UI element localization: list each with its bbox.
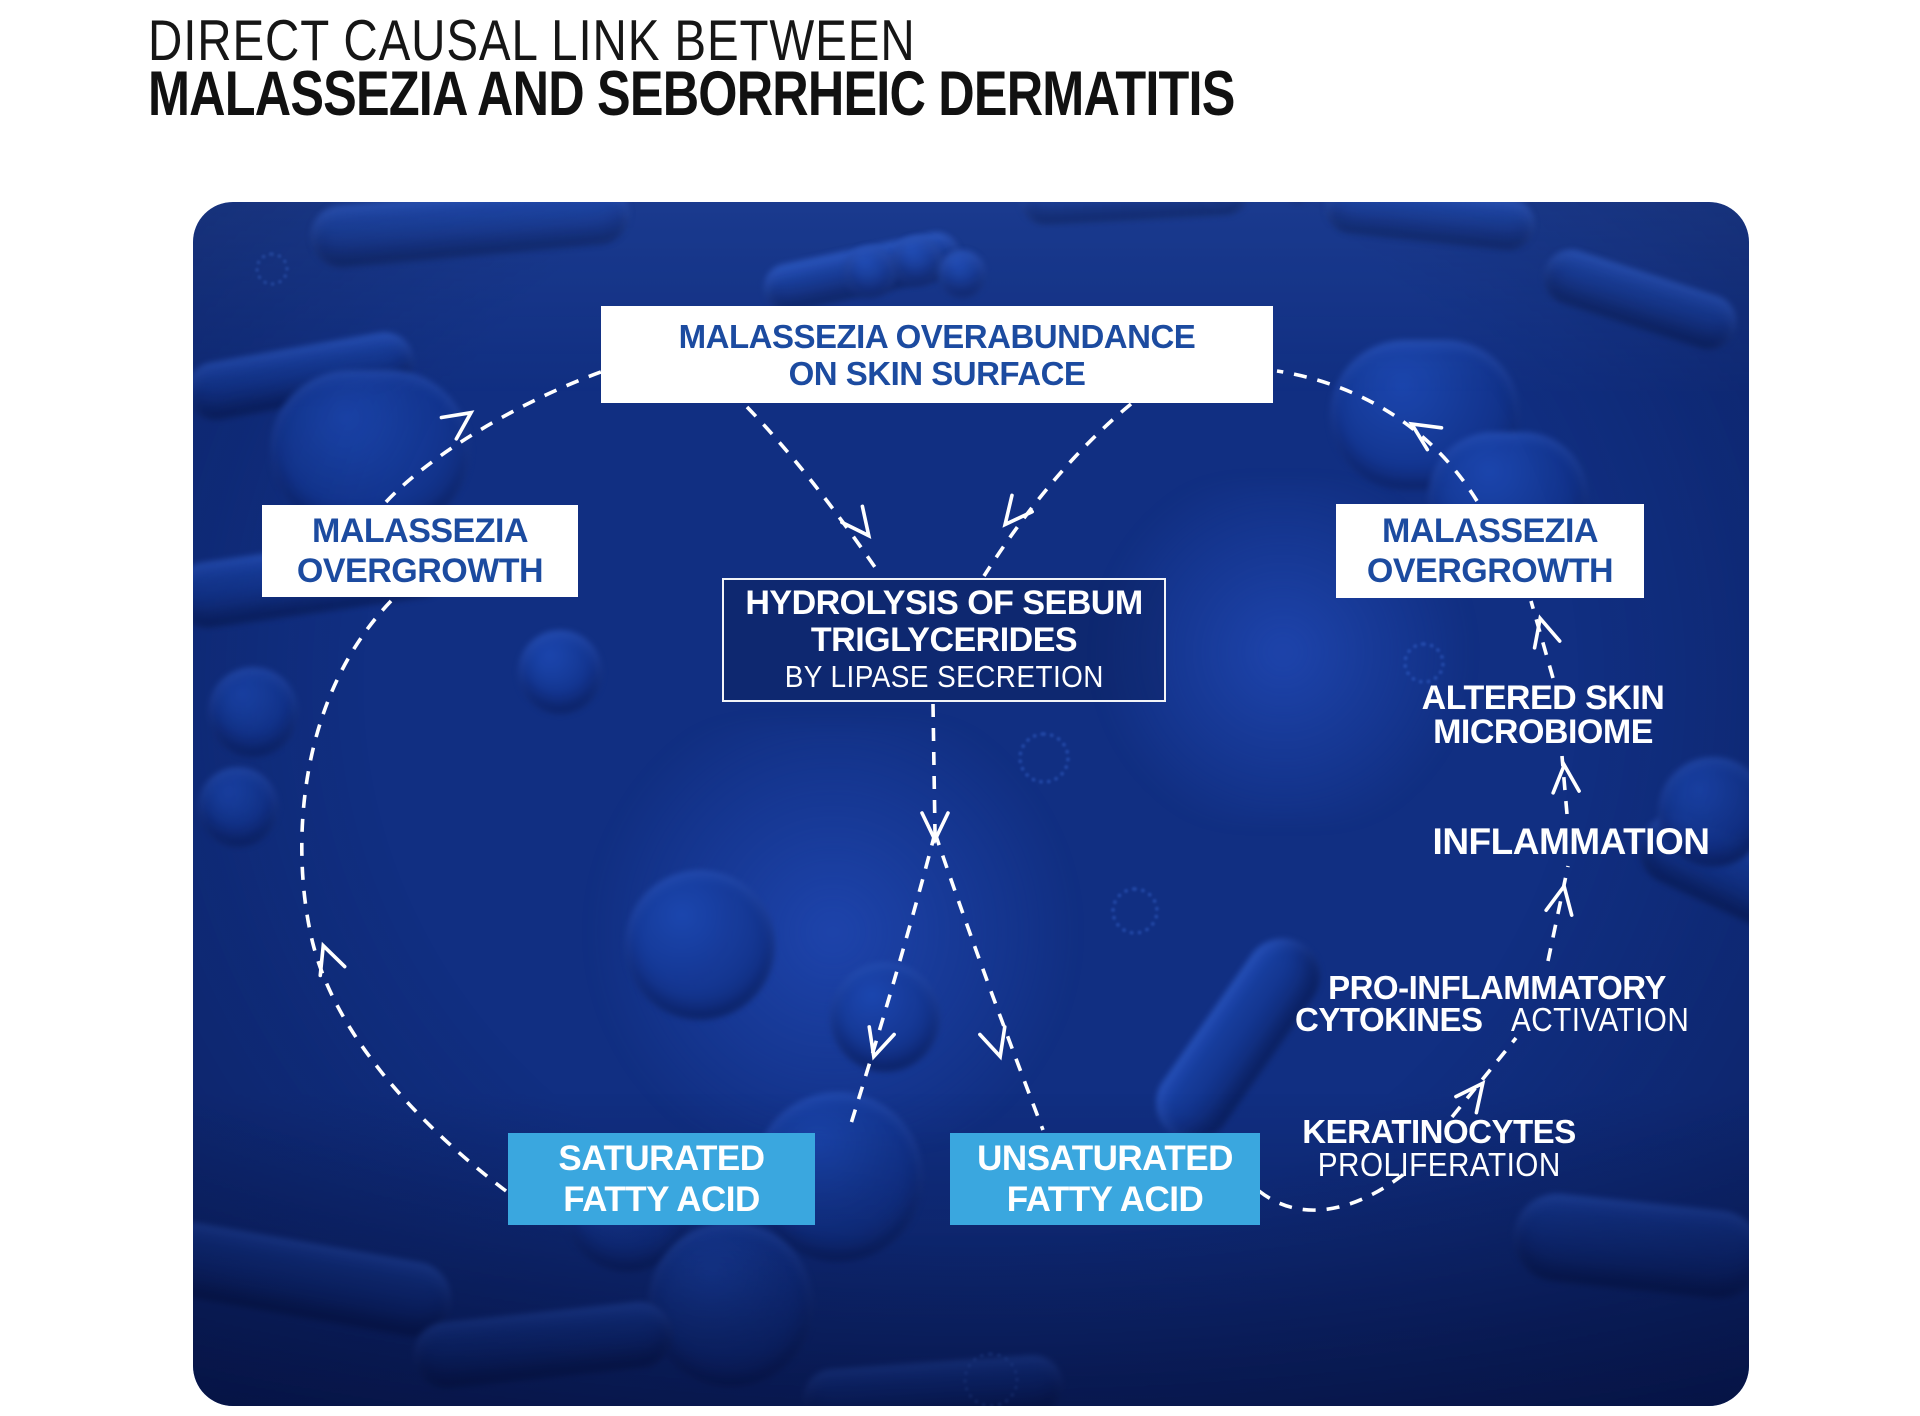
node-text: ON SKIN SURFACE (788, 354, 1086, 392)
node-text: UNSATURATED (977, 1139, 1233, 1178)
label-text: MICROBIOME (1433, 713, 1653, 751)
node-malassezia-overgrowth-right: MALASSEZIA OVERGROWTH (1336, 504, 1644, 598)
label-keratinocytes-proliferation: KERATINOCYTES PROLIFERATION (1302, 1113, 1576, 1183)
node-text: TRIGLYCERIDES (810, 621, 1078, 659)
node-malassezia-overabundance: MALASSEZIA OVERABUNDANCE ON SKIN SURFACE (601, 306, 1273, 403)
title-line1: DIRECT CAUSAL LINK BETWEEN (148, 9, 916, 73)
node-text: FATTY ACID (1006, 1180, 1204, 1219)
node-text: BY LIPASE SECRETION (784, 659, 1104, 694)
label-text: CYTOKINES (1295, 1001, 1483, 1038)
label-text: KERATINOCYTES (1302, 1113, 1576, 1150)
label-text: INFLAMMATION (1432, 821, 1710, 862)
node-text: OVERGROWTH (296, 552, 544, 590)
node-unsaturated-fatty-acid: UNSATURATED FATTY ACID (950, 1133, 1260, 1225)
label-altered-skin-microbiome: ALTERED SKIN MICROBIOME (1422, 681, 1665, 749)
node-text: MALASSEZIA OVERABUNDANCE (678, 317, 1196, 355)
node-text: FATTY ACID (563, 1180, 760, 1219)
label-pro-inflammatory-cytokines: PRO-INFLAMMATORY CYTOKINES ACTIVATION (1295, 969, 1699, 1038)
node-text: SATURATED (558, 1139, 765, 1178)
node-malassezia-overgrowth-left: MALASSEZIA OVERGROWTH (262, 505, 578, 597)
label-inflammation: INFLAMMATION (1433, 821, 1710, 863)
node-text: OVERGROWTH (1366, 552, 1614, 590)
label-text: ACTIVATION (1510, 1001, 1690, 1038)
label-text: ALTERED SKIN (1421, 679, 1665, 717)
node-hydrolysis: HYDROLYSIS OF SEBUM TRIGLYCERIDES BY LIP… (722, 578, 1166, 702)
node-text: MALASSEZIA (1382, 512, 1599, 550)
label-text: PROLIFERATION (1317, 1146, 1561, 1183)
node-saturated-fatty-acid: SATURATED FATTY ACID (508, 1133, 815, 1225)
label-text: PRO-INFLAMMATORY (1328, 969, 1666, 1006)
node-text: HYDROLYSIS OF SEBUM (745, 584, 1143, 622)
title-line2: MALASSEZIA AND SEBORRHEIC DERMATITIS (148, 59, 1235, 129)
node-text: MALASSEZIA (312, 512, 529, 550)
